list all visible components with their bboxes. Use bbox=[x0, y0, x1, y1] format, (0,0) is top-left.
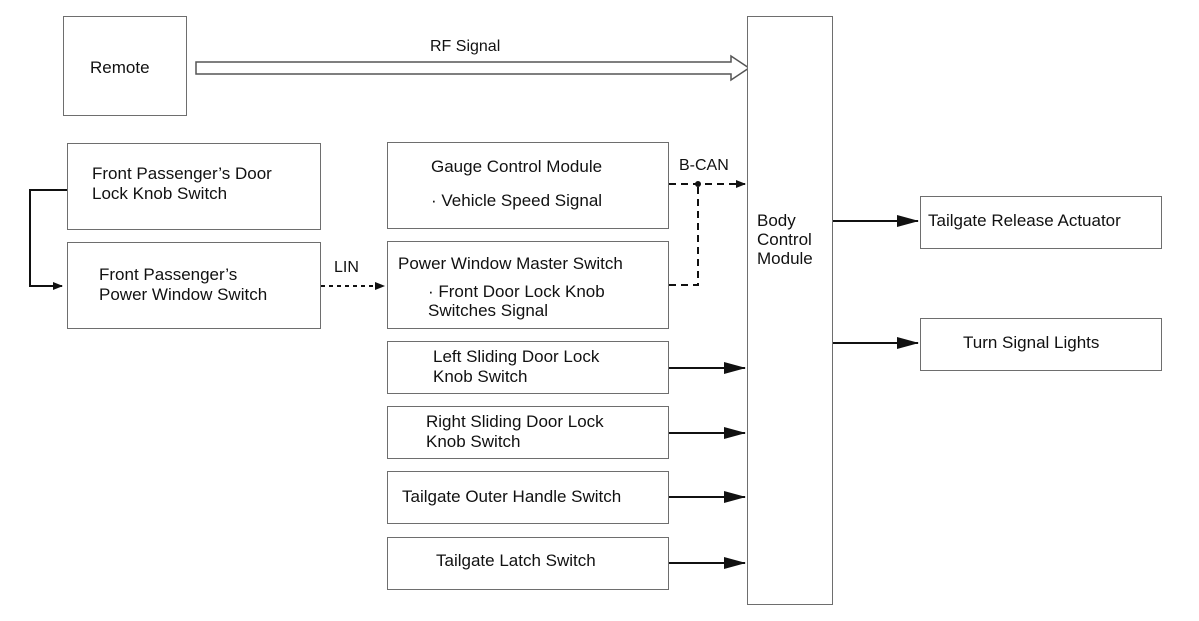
tailgate-release-actuator-box: Tailgate Release Actuator bbox=[920, 196, 1162, 249]
power-window-master-switch-box: Power Window Master Switch · Front Door … bbox=[387, 241, 669, 329]
bcm-line2: Control bbox=[757, 230, 812, 249]
bcan-junction bbox=[695, 181, 701, 187]
bcm-line3: Module bbox=[757, 249, 813, 268]
pwm-line2: · Front Door Lock Knob bbox=[428, 282, 605, 301]
right-sliding-door-lock-knob-switch-box: Right Sliding Door Lock Knob Switch bbox=[387, 406, 669, 459]
tailgate-actuator-label: Tailgate Release Actuator bbox=[928, 211, 1121, 230]
power-window-line1: Front Passenger’s bbox=[99, 265, 238, 284]
gauge-signal: · Vehicle Speed Signal bbox=[431, 191, 603, 210]
pwm-line3: Switches Signal bbox=[428, 301, 549, 320]
left-sliding-line1: Left Sliding Door Lock bbox=[433, 347, 600, 366]
door-knob-line2: Lock Knob Switch bbox=[92, 184, 228, 203]
left-sliding-line2: Knob Switch bbox=[433, 367, 528, 386]
remote-box: Remote bbox=[63, 16, 187, 116]
right-sliding-line1: Right Sliding Door Lock bbox=[426, 412, 604, 431]
rf-signal-label: RF Signal bbox=[430, 38, 501, 55]
bcm-line1: Body bbox=[757, 211, 796, 230]
remote-label: Remote bbox=[90, 58, 150, 77]
tailgate-outer-handle-switch-box: Tailgate Outer Handle Switch bbox=[387, 471, 669, 524]
gauge-control-module-box: Gauge Control Module · Vehicle Speed Sig… bbox=[387, 142, 669, 229]
door-knob-to-window-switch-line bbox=[29, 189, 67, 290]
rf-signal-arrow bbox=[195, 54, 751, 82]
door-knob-line1: Front Passenger’s Door bbox=[92, 164, 272, 183]
tailgate-outer-label: Tailgate Outer Handle Switch bbox=[402, 487, 622, 506]
body-control-module-box: Body Control Module bbox=[747, 16, 833, 605]
bcan-label: B-CAN bbox=[679, 157, 729, 174]
gauge-title: Gauge Control Module bbox=[431, 157, 603, 176]
left-sliding-door-lock-knob-switch-box: Left Sliding Door Lock Knob Switch bbox=[387, 341, 669, 394]
turn-signal-label: Turn Signal Lights bbox=[963, 333, 1100, 352]
lin-label: LIN bbox=[334, 259, 359, 276]
right-sliding-line2: Knob Switch bbox=[426, 432, 521, 451]
bcan-pwm-line bbox=[669, 184, 699, 286]
tailgate-latch-label: Tailgate Latch Switch bbox=[436, 551, 596, 570]
front-passenger-power-window-switch-box: Front Passenger’s Power Window Switch bbox=[67, 242, 321, 329]
front-passenger-door-lock-knob-switch-box: Front Passenger’s Door Lock Knob Switch bbox=[67, 143, 321, 230]
tailgate-latch-switch-box: Tailgate Latch Switch bbox=[387, 537, 669, 590]
power-window-line2: Power Window Switch bbox=[99, 285, 268, 304]
pwm-title: Power Window Master Switch bbox=[398, 254, 623, 273]
turn-signal-lights-box: Turn Signal Lights bbox=[920, 318, 1162, 371]
